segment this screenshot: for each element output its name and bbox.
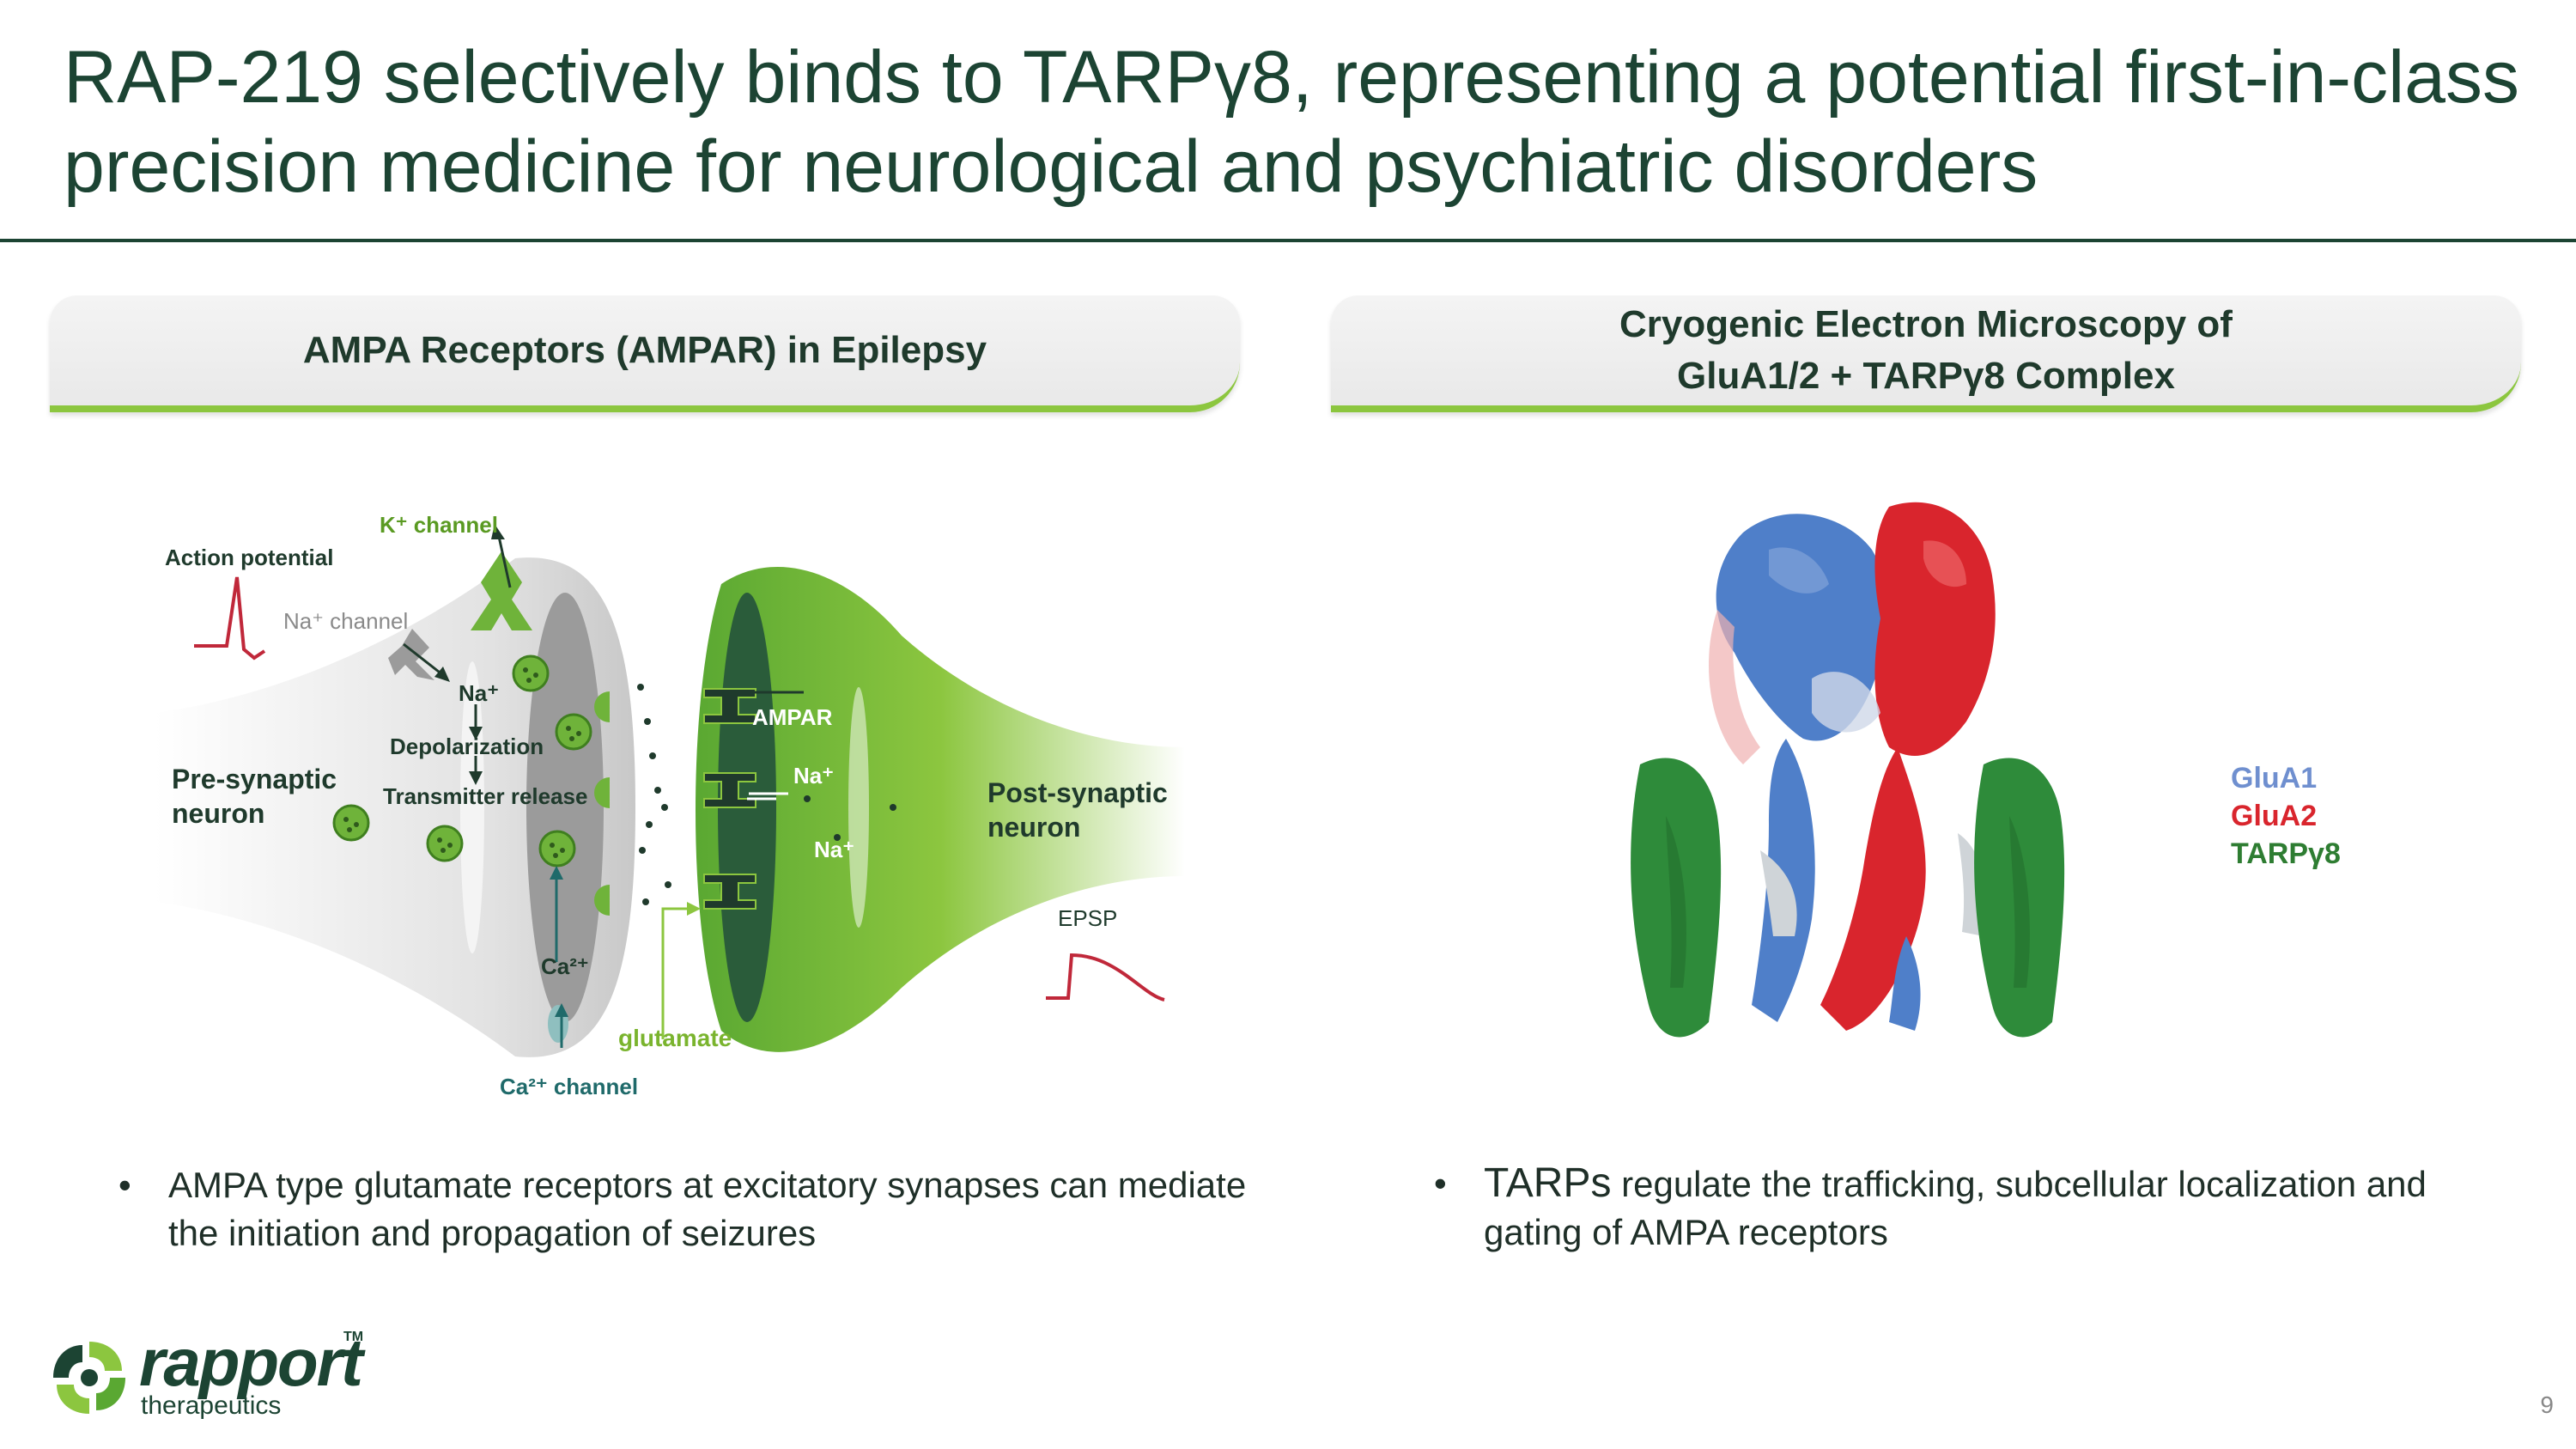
post-synaptic-shape <box>696 567 1185 1052</box>
epsp-wave <box>1046 953 1165 1002</box>
bullet-dot: • <box>118 1165 131 1205</box>
label-epsp: EPSP <box>1058 905 1117 931</box>
right-bullet: • TARPs regulate the trafficking, subcel… <box>1434 1160 2514 1257</box>
ampar-receptors <box>703 688 756 910</box>
glutamate-dots <box>637 684 896 905</box>
rapport-logo: rapport TM therapeutics <box>48 1328 392 1422</box>
right-panel-header-line2: GluA1/2 + TARPγ8 Complex <box>1677 355 2175 397</box>
structure-legend: GluA1 GluA2 TARPγ8 <box>2231 759 2341 873</box>
label-post-synaptic: Post-synaptic <box>987 777 1168 808</box>
left-bullet: • AMPA type glutamate receptors at excit… <box>118 1161 1267 1257</box>
right-bullet-lead: TARPs <box>1484 1160 1612 1206</box>
label-na-post-2: Na⁺ <box>814 837 854 862</box>
legend-tarp: TARPγ8 <box>2231 837 2341 870</box>
bullet-dot: • <box>1434 1163 1447 1203</box>
label-ca: Ca²⁺ <box>541 953 589 979</box>
label-na-pre: Na⁺ <box>459 680 499 706</box>
slide-title: RAP-219 selectively binds to TARPγ8, rep… <box>64 36 2520 208</box>
action-potential-wave <box>194 576 266 661</box>
page-number: 9 <box>2540 1391 2554 1418</box>
label-transmitter-release: Transmitter release <box>383 783 587 809</box>
cryo-em-structure-image <box>1631 502 2065 1038</box>
legend-glua2: GluA2 <box>2231 800 2318 832</box>
logo-wordmark: rapport <box>139 1324 363 1400</box>
label-action-potential: Action potential <box>165 545 333 570</box>
right-panel-header: Cryogenic Electron Microscopy of GluA1/2… <box>1331 295 2521 412</box>
left-panel-header: AMPA Receptors (AMPAR) in Epilepsy <box>50 295 1240 412</box>
label-ampar: AMPAR <box>752 704 833 730</box>
vesicles <box>332 654 592 868</box>
synapse-diagram: K⁺ channel Action potential Na⁺ channel … <box>155 512 1185 1099</box>
right-bullet-text: regulate the trafficking, subcellular lo… <box>1484 1164 2427 1252</box>
label-ca-channel: Ca²⁺ channel <box>500 1074 638 1099</box>
left-panel-header-text: AMPA Receptors (AMPAR) in Epilepsy <box>302 329 987 371</box>
label-na-post-1: Na⁺ <box>793 763 834 788</box>
label-na-channel: Na⁺ channel <box>283 608 408 634</box>
right-panel-header-line1: Cryogenic Electron Microscopy of <box>1619 303 2233 345</box>
rapport-mark-icon <box>53 1342 125 1414</box>
logo-trademark: TM <box>343 1330 364 1344</box>
title-divider <box>0 239 2576 242</box>
label-pre-synaptic: Pre-synaptic <box>172 764 337 795</box>
k-channel-icon <box>471 551 532 630</box>
logo-subtitle: therapeutics <box>141 1391 282 1420</box>
label-depolarization: Depolarization <box>390 734 544 759</box>
label-k-channel: K⁺ channel <box>380 512 498 538</box>
na-channel-icon <box>388 629 434 680</box>
legend-glua1: GluA1 <box>2231 762 2318 795</box>
label-neuron-pre: neuron <box>172 798 264 829</box>
left-bullet-text: AMPA type glutamate receptors at excitat… <box>168 1165 1247 1253</box>
label-neuron-post: neuron <box>987 812 1080 843</box>
label-glutamate: glutamate <box>618 1025 732 1051</box>
pre-synaptic-terminal <box>526 593 604 1022</box>
